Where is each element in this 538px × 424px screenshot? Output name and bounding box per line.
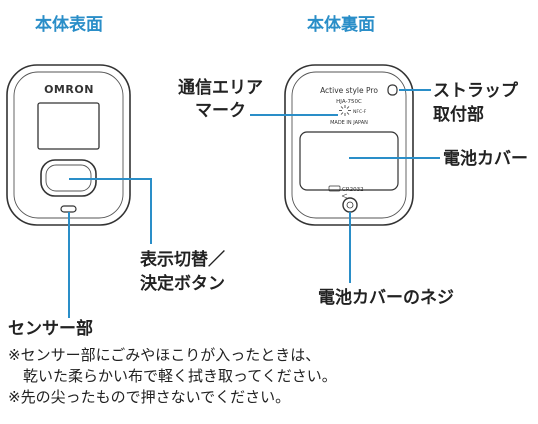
front-title: 本体表面: [35, 15, 103, 35]
battery-type-text: CR2032: [342, 187, 364, 193]
front-display: [37, 102, 100, 150]
comm-area-label-1: 通信エリア: [178, 78, 263, 98]
strap-hole: [387, 84, 398, 96]
front-device: OMRON: [6, 64, 131, 226]
battery-icon: [328, 185, 341, 192]
display-button-label-1: 表示切替／: [140, 250, 225, 270]
battery-cover: [299, 131, 399, 191]
back-device: Active style Pro HJA-750C NFC-F MADE IN …: [284, 64, 414, 226]
display-button-label-2: 決定ボタン: [140, 274, 225, 294]
nfc-mark-icon: [339, 105, 351, 116]
back-model-number: HJA-750C: [336, 99, 362, 105]
comm-area-label-2: マーク: [195, 101, 246, 121]
battery-cover-label: 電池カバー: [443, 149, 528, 169]
callout-lines: [68, 89, 440, 318]
back-model-name: Active style Pro: [320, 86, 378, 95]
made-in-text: MADE IN JAPAN: [330, 120, 368, 126]
strap-label-1: ストラップ: [433, 81, 518, 101]
display-button-line: [69, 178, 152, 244]
strap-label-2: 取付部: [433, 105, 484, 125]
front-brand-logo: OMRON: [44, 83, 94, 96]
nfc-mark-text: NFC-F: [353, 109, 367, 115]
sensor-slot: [60, 205, 77, 213]
note-line-2: 乾いた柔らかい布で軽く拭き取ってください。: [8, 367, 337, 385]
note-line-1: ※センサー部にごみやほこりが入ったときは、: [8, 346, 321, 364]
note-line-3: ※先の尖ったもので押さないでください。: [8, 388, 291, 406]
back-title: 本体裏面: [307, 15, 375, 35]
battery-cover-screw: [342, 197, 358, 213]
battery-screw-label: 電池カバーのネジ: [318, 288, 454, 308]
sensor-label: センサー部: [8, 319, 93, 339]
